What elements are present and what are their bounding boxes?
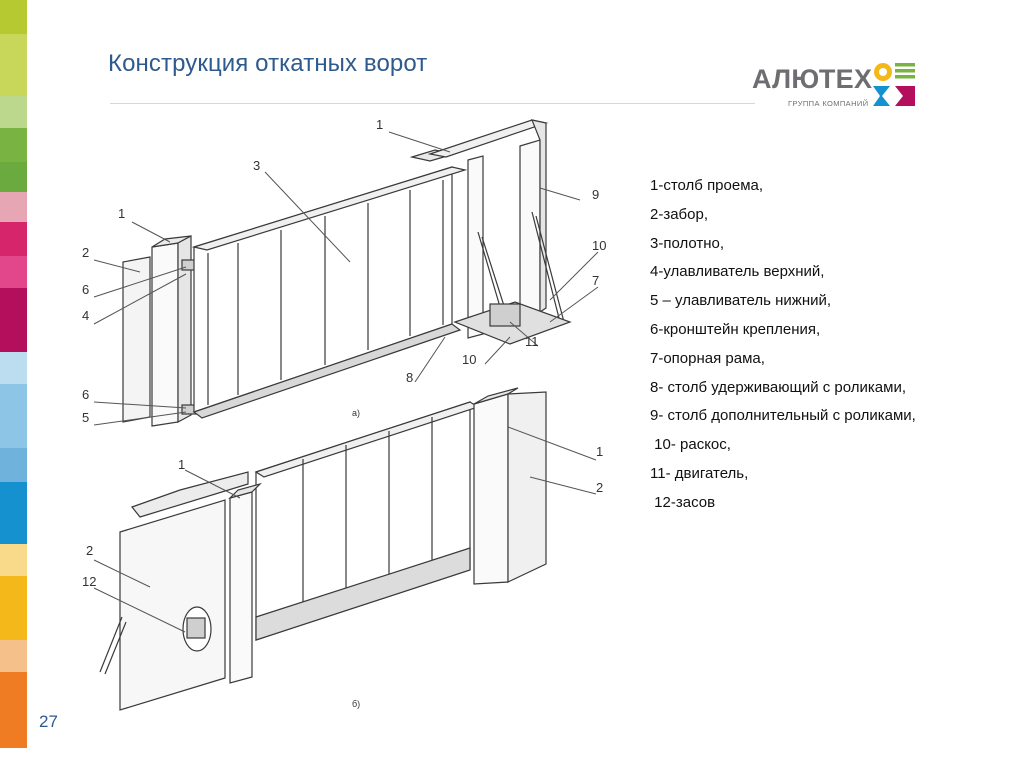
strip-segment xyxy=(0,288,27,352)
legend-item: 7-опорная рама, xyxy=(650,349,765,367)
strip-segment xyxy=(0,0,27,34)
gate-top-view xyxy=(122,119,572,427)
callout-top-9: 9 xyxy=(592,187,599,202)
legend-item: 11- двигатель, xyxy=(650,464,749,482)
strip-segment xyxy=(0,222,27,256)
view-label-b: б) xyxy=(352,699,360,709)
callout-top-1: 1 xyxy=(376,117,383,132)
callout-top-8: 8 xyxy=(406,370,413,385)
strip-segment xyxy=(0,576,27,640)
legend-item: 1-столб проема, xyxy=(650,177,764,194)
callout-top-10b: 10 xyxy=(592,238,606,253)
logo-emblem-icon xyxy=(873,63,915,106)
gate-diagram: 1 3 1 2 6 4 6 5 8 10 11 9 10 7 1 2 1 2 1… xyxy=(82,117,606,711)
callout-top-5: 5 xyxy=(82,410,89,425)
gate-bottom-view xyxy=(99,387,547,711)
legend-item: 3-полотно, xyxy=(650,234,725,252)
legend-item: 8- столб удерживающий с роликами, xyxy=(650,378,906,396)
company-logo: АЛЮТЕХ ГРУППА КОМПАНИЙ xyxy=(752,60,922,110)
strip-segment xyxy=(0,34,27,96)
legend-item: 6-кронштейн крепления, xyxy=(650,320,821,338)
legend-item: 2-забор, xyxy=(650,205,709,223)
component-legend: 1-столб проема, 2-забор, 3-полотно, 4-ул… xyxy=(650,175,916,521)
strip-segment xyxy=(0,96,27,128)
callout-top-2: 2 xyxy=(82,245,89,260)
logo-wordmark: АЛЮТЕХ xyxy=(752,64,873,94)
view-label-a: а) xyxy=(352,408,360,418)
side-color-strip xyxy=(0,0,27,768)
strip-segment xyxy=(0,162,27,192)
callout-top-10: 10 xyxy=(462,352,476,367)
legend-item: 9- столб дополнительный с роликами, xyxy=(650,407,916,425)
callout-bottom-1: 1 xyxy=(596,444,603,459)
callout-top-11: 11 xyxy=(525,334,539,349)
legend-item: 5 – улавливатель нижний, xyxy=(650,292,832,310)
strip-segment xyxy=(0,448,27,482)
callout-bottom-1b: 1 xyxy=(178,457,185,472)
legend-item: 4-улавливатель верхний, xyxy=(650,263,825,281)
callout-bottom-12: 12 xyxy=(82,574,96,589)
callout-leaders xyxy=(93,131,599,633)
legend-item: 10- раскос, xyxy=(650,436,731,454)
page-number: 27 xyxy=(39,712,58,731)
strip-segment xyxy=(0,640,27,672)
title-divider xyxy=(110,103,755,104)
strip-segment xyxy=(0,384,27,448)
legend-item: 12-засов xyxy=(650,493,716,511)
callout-top-4: 4 xyxy=(82,308,89,323)
slide-title: Конструкция откатных ворот xyxy=(108,50,428,77)
strip-segment xyxy=(0,256,27,288)
strip-segment xyxy=(0,128,27,162)
logo-subtitle: ГРУППА КОМПАНИЙ xyxy=(788,99,869,108)
strip-segment xyxy=(0,352,27,384)
callout-top-3: 3 xyxy=(253,158,260,173)
callout-top-7: 7 xyxy=(592,273,599,288)
callout-bottom-2b: 2 xyxy=(86,543,93,558)
strip-segment xyxy=(0,544,27,576)
callout-top-1b: 1 xyxy=(118,206,125,221)
strip-segment xyxy=(0,482,27,544)
callout-labels: 1 3 1 2 6 4 6 5 8 10 11 9 10 7 1 2 1 2 1… xyxy=(82,117,606,709)
callout-bottom-2: 2 xyxy=(596,480,603,495)
callout-top-6b: 6 xyxy=(82,387,89,402)
strip-segment xyxy=(0,672,27,748)
callout-top-6: 6 xyxy=(82,282,89,297)
strip-segment xyxy=(0,192,27,222)
